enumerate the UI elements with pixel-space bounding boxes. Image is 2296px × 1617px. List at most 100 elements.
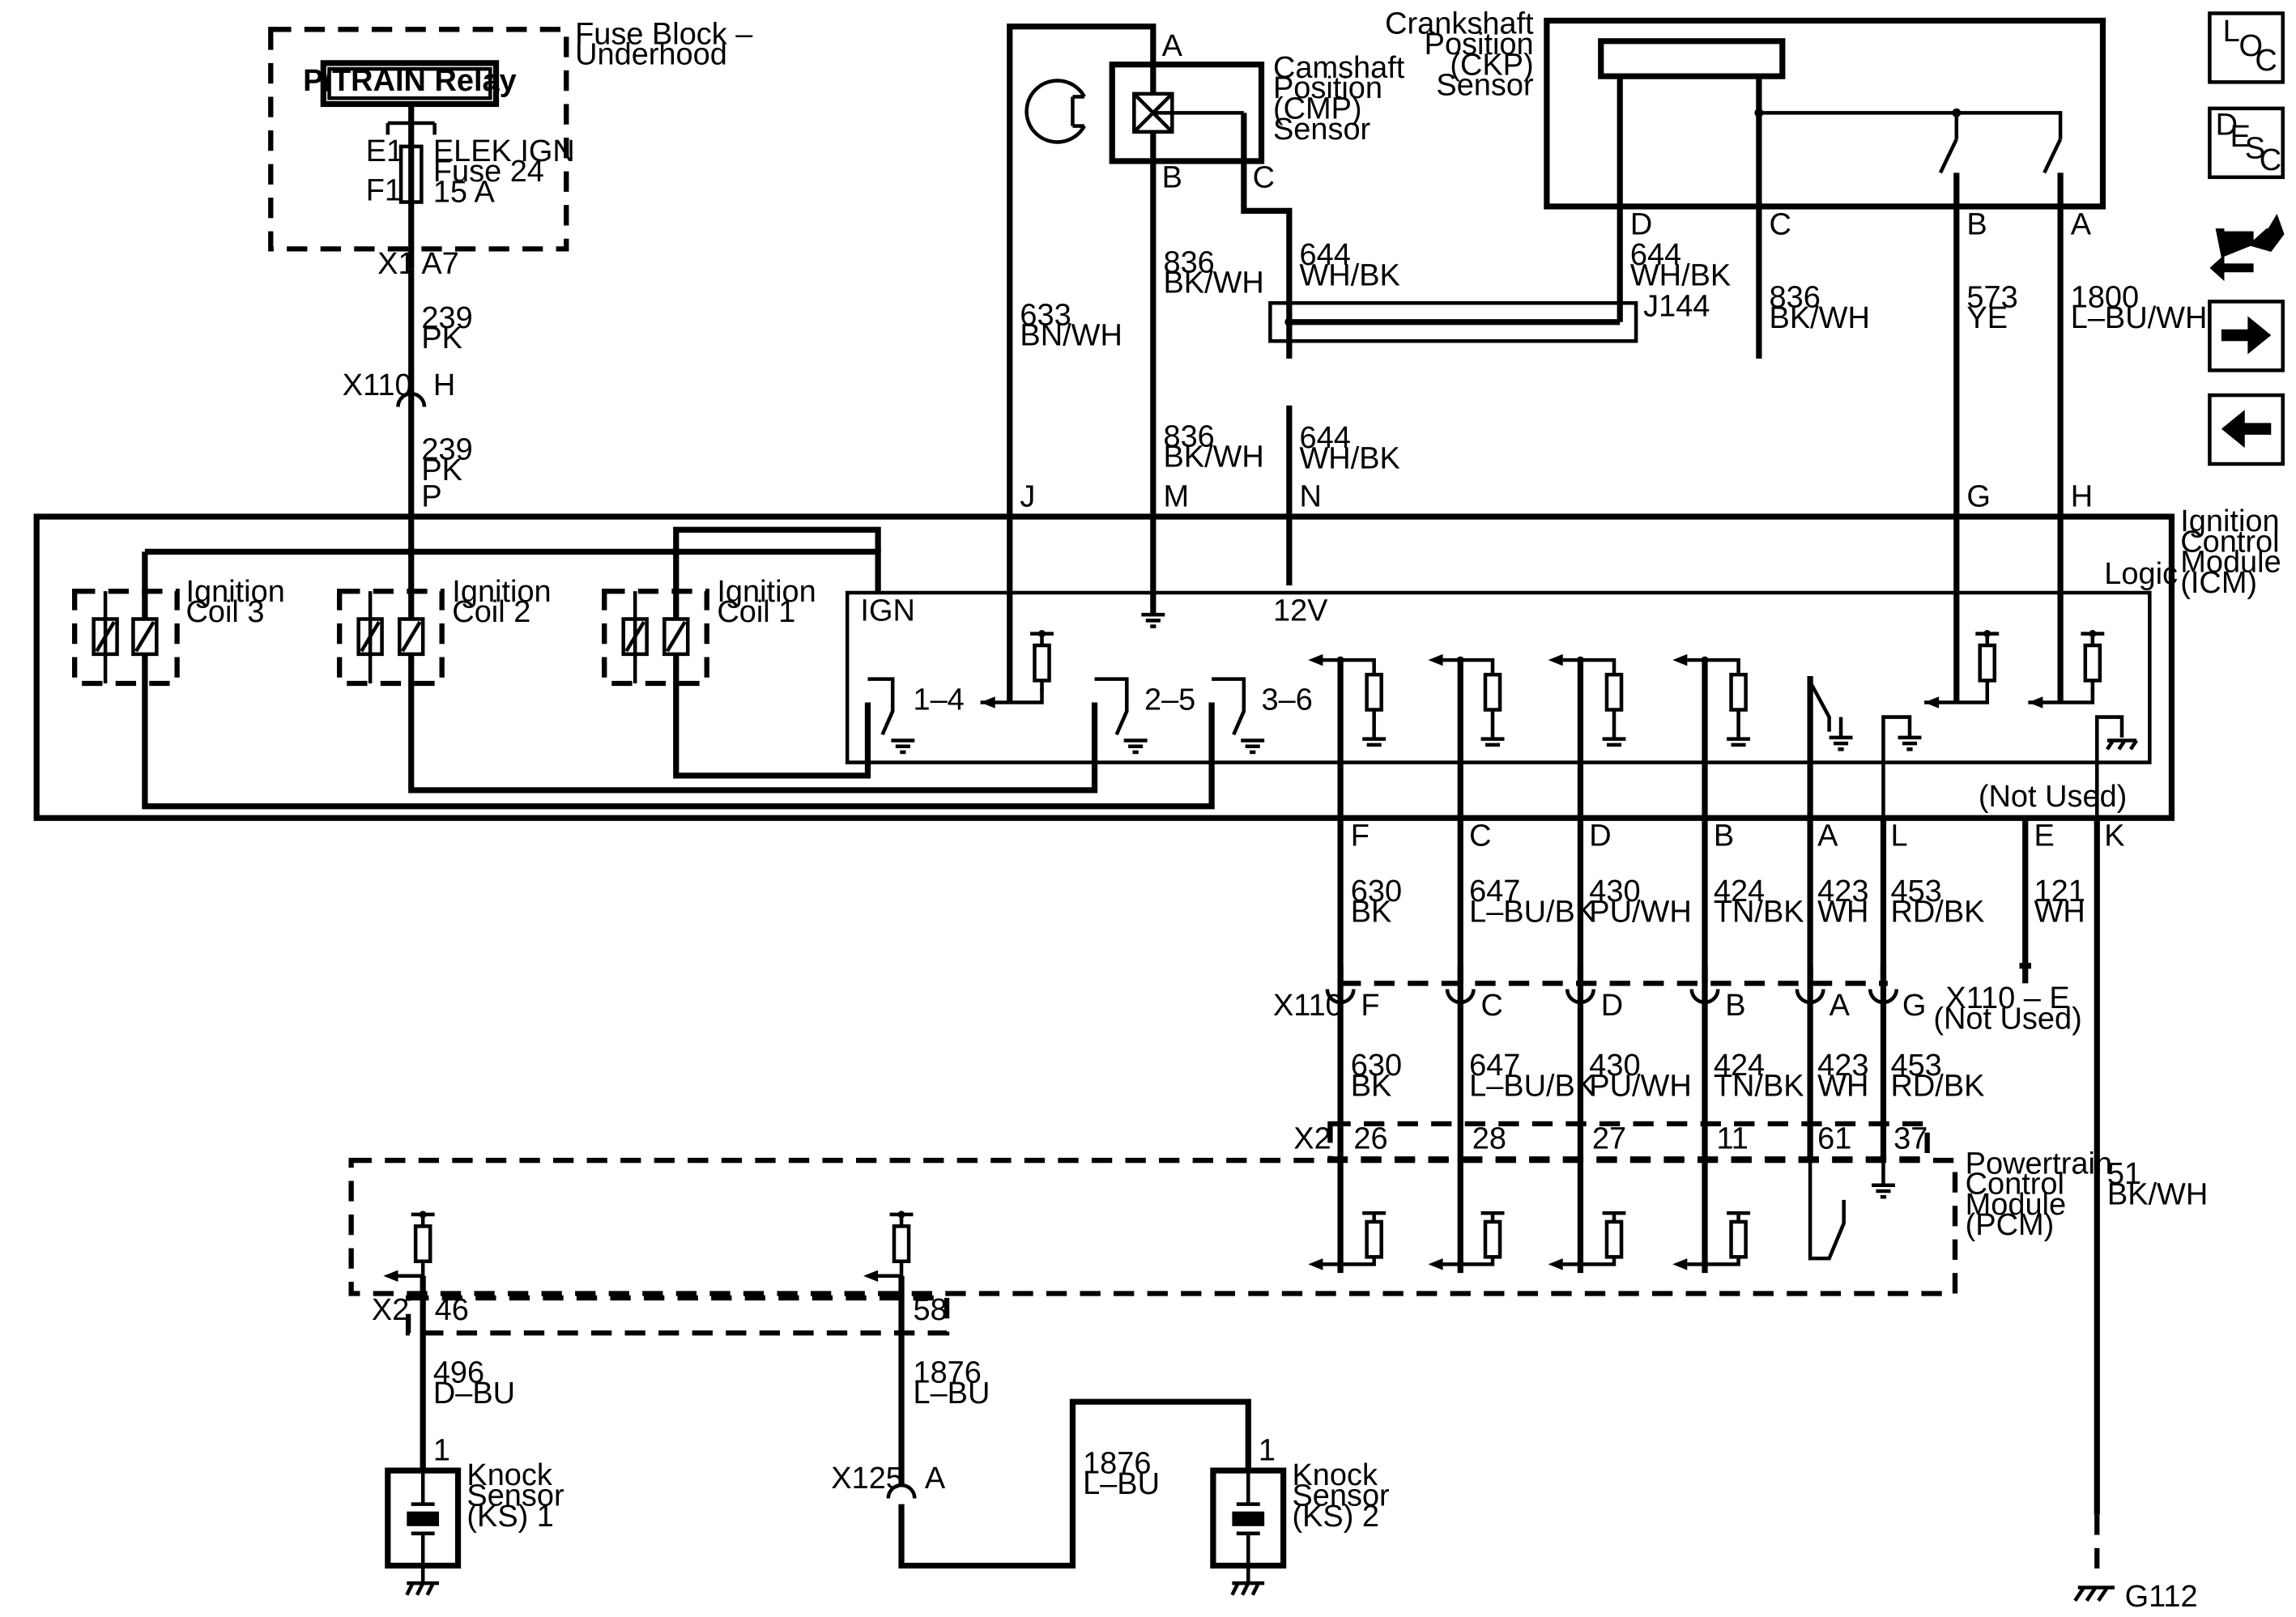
wire-423b-color: WH [1817,1070,1868,1104]
pcm-receiver-resistor-f [1365,1219,1383,1259]
icm-driver-resistor-f [1365,672,1383,712]
ckp-pin-b: B [1966,207,1987,241]
wire-496-num: 496 [433,1356,484,1390]
pcm-receiver-arrow-b [1672,1258,1688,1270]
conn-a7: A7 [421,247,458,281]
cmp-pin-a: A [1162,29,1183,63]
desc-letter-c: C [2260,143,2281,177]
ckp-label-1: Crankshaft [1385,7,1534,41]
fuse-block-title: Fuse Block – [575,17,753,51]
loc-button[interactable]: L O C [2208,11,2285,84]
desc-button[interactable]: D E S C [2208,106,2285,180]
wire-1876b-num: 1876 [1083,1447,1151,1481]
wire-1800-color: L–BU/WH [2071,301,2208,335]
fuse-rating: 15 A [433,176,496,210]
wire-423a-num: 423 [1817,874,1868,908]
x110e-not-used: (Not Used) [1933,1002,2081,1036]
wire-836c-num: 836 [1770,281,1821,315]
wire-430b-num: 430 [1589,1049,1640,1083]
connector-end-view-icon[interactable] [2209,214,2285,282]
icm-ign-label: IGN [860,594,914,628]
fuse-name: ELEK IGN [433,134,575,168]
pcm-receiver-arrow-d [1548,1258,1563,1270]
icm-pin-a: A [1817,819,1838,853]
wire-633-color: BN/WH [1020,319,1122,353]
pcm-label-2: Control [1966,1168,2064,1202]
x110-pin-male-b [1702,965,1708,984]
wire-424b-num: 424 [1714,1049,1765,1083]
wire-430a-num: 430 [1589,874,1640,908]
icm-logic-label: Logic [2104,557,2178,591]
knock-sensor-1: 1 Knock Sensor (KS) 1 [385,1433,564,1596]
x110-pin-arc-b [1689,989,1720,1005]
coil3-label-2: Coil 3 [185,595,264,629]
wire-644a-num: 644 [1300,238,1351,272]
wire-644b-color: WH/BK [1300,441,1400,475]
fuse-block-title-2: Underhood [575,38,727,72]
conn-x110-mid: X110 [1273,989,1343,1023]
x110-pin-d: D [1601,989,1623,1023]
conn-x2-top-box [1327,1121,1930,1162]
coil2-label-2: Coil 2 [452,595,530,629]
coil1-label-2: Coil 1 [717,595,795,629]
conn-x2-top: X2 [1293,1122,1331,1156]
icm-pin-f: F [1351,819,1370,853]
pcm-receiver-node-f [1336,1260,1344,1268]
wire-647a-num: 647 [1469,874,1520,908]
wire-836a-color: BK/WH [1163,266,1263,300]
icm-driver-node-d [1576,656,1584,664]
icm-pin-g: G [1966,479,1991,513]
conn-x110-top-pin: H [433,368,455,402]
wire-430a-color: PU/WH [1589,896,1691,930]
pcm-receiver-node-c [1456,1260,1464,1268]
icm-driver-resistor-b [1729,672,1748,712]
icm-driver-arrow-f [1308,653,1323,666]
wire-423b-num: 423 [1817,1049,1868,1083]
icm-driver-resistor-c [1483,672,1502,712]
ignition-coil-1 [602,589,709,687]
icm-label-1: Ignition [2180,504,2279,538]
icm-pin-h: H [2071,479,2093,513]
icm-not-used: (Not Used) [1979,780,2127,814]
fuse-number: Fuse 24 [433,155,544,189]
ignition-coil-3 [71,589,180,687]
cmp-label-1: Camshaft [1273,51,1405,85]
ks2-pin: 1 [1259,1433,1276,1467]
wire-239-color: PK [421,321,462,355]
pcm-receiver-node-b [1701,1260,1709,1268]
ignition-coil-2 [337,589,445,687]
x2-pin-61: 61 [1817,1122,1851,1156]
arrow-right-icon [2221,316,2272,355]
x110-pin-b: B [1725,989,1745,1023]
ignition-control-module: Ignition Control Module (ICM) Logic IGN … [33,504,2281,821]
ground-g112: G112 [2125,1580,2198,1614]
icm-label-2: Control [2180,525,2279,559]
icm-driver-node-c [1456,656,1464,664]
cmp-label-2: Position [1273,71,1382,105]
x2-pin-11: 11 [1716,1122,1748,1156]
wire-430b-color: PU/WH [1589,1070,1691,1104]
wire-1876b-color: L–BU [1083,1467,1160,1501]
wire-644c-color: WH/BK [1630,259,1731,293]
x110-pin-arc-l [1868,989,1898,1005]
icm-pin-p: P [421,479,441,513]
pcm-receiver-node-d [1576,1260,1584,1268]
previous-arrow-button[interactable] [2208,393,2285,466]
arrow-left-icon [2221,410,2272,449]
wire-423a-color: WH [1817,896,1868,930]
cmp-label-4: Sensor [1273,113,1370,147]
wire-1876a-color: L–BU [913,1377,990,1411]
wire-647a-color: L–BU/BK [1469,896,1595,930]
wire-453a-color: RD/BK [1890,896,1984,930]
cmp-pin-b: B [1162,160,1182,194]
wire-239b-color: PK [421,453,462,487]
conn-x110-top: X110 [343,368,412,402]
knock-sensor-2: 1 Knock Sensor (KS) 2 [1210,1433,1390,1596]
coil2-label-1: Ignition [452,575,551,609]
desc-letter-e: E [2230,120,2251,154]
ks2-label-1: Knock [1292,1458,1378,1492]
x2-pin-37: 37 [1893,1122,1928,1156]
next-arrow-button[interactable] [2208,300,2285,372]
icm-pin-d: D [1589,819,1611,853]
loc-letter-c: C [2255,44,2277,78]
